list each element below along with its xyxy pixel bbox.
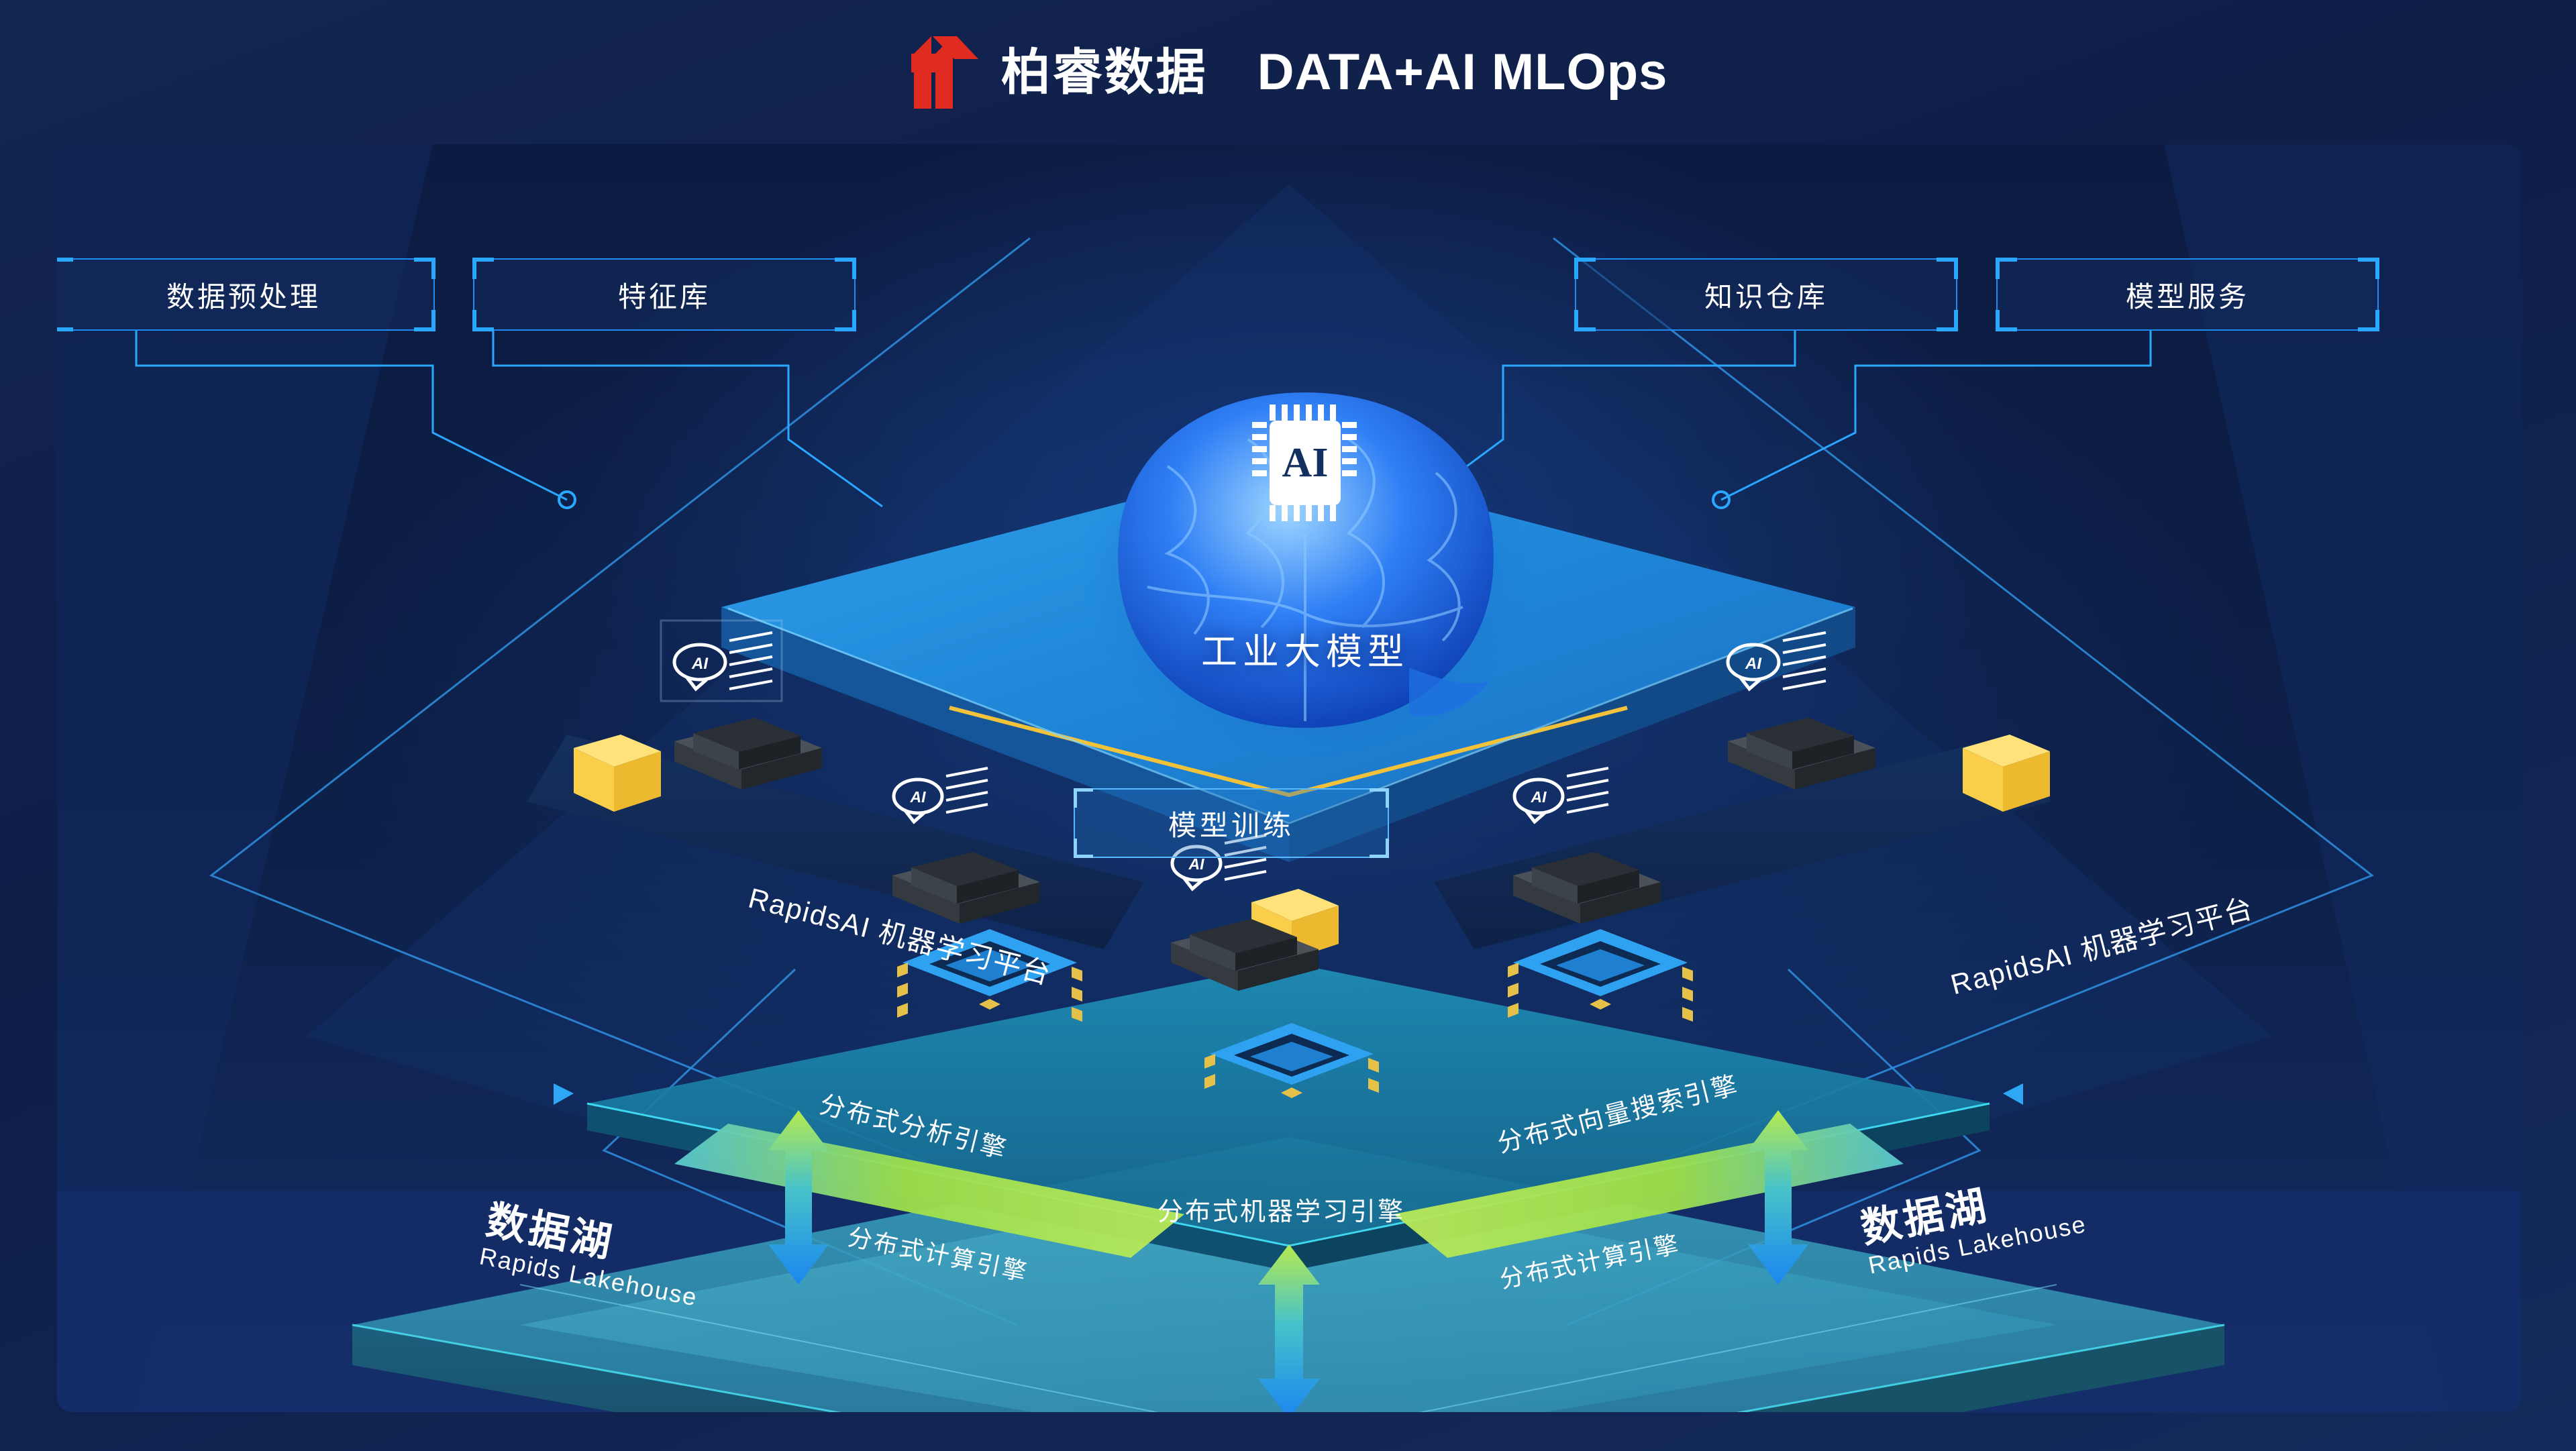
gpu-node: AI [1151, 822, 1352, 1023]
capability-label: 数据预处理 [166, 280, 321, 313]
connector-lines [135, 331, 2152, 509]
svg-text:AI: AI [1188, 855, 1205, 873]
chip-pins-left [1252, 422, 1267, 476]
brand-logo-icon [909, 35, 978, 110]
chip-pins-right [1342, 422, 1357, 476]
diagram-canvas: AI A [57, 144, 2521, 1412]
chip-pins-top [1270, 405, 1336, 421]
chip-module [882, 922, 1097, 1077]
brand-name-cn: 柏睿数据 [1000, 44, 1208, 100]
capability-box-model-serving[interactable]: 模型服务 [1996, 258, 2379, 331]
ai-chip-icon: AI [1270, 421, 1341, 505]
chip-module [1493, 922, 1708, 1077]
industrial-large-model-brain: AI 工业大模型 [1017, 339, 1594, 808]
gpu-node: AI [872, 748, 1074, 949]
engine-plane [554, 963, 2023, 1412]
model-training-label: 模型训练 [1168, 809, 1294, 841]
svg-text:AI: AI [910, 788, 927, 806]
capability-box-knowledge-warehouse[interactable]: 知识仓库 [1574, 258, 1958, 331]
svg-text:AI: AI [1531, 788, 1547, 806]
brain-title: 工业大模型 [1201, 632, 1409, 672]
capability-box-feature-store[interactable]: 特征库 [472, 258, 856, 331]
brand-name-en: DATA+AI MLOps [1257, 43, 1668, 101]
gpu-node: AI [654, 614, 856, 815]
ai-chip-label: AI [1282, 439, 1329, 486]
svg-text:AI: AI [691, 655, 709, 673]
gpu-node: AI [1708, 614, 1909, 815]
chip-module [1191, 1016, 1392, 1164]
chip-pins-bottom [1270, 505, 1336, 521]
engine-label-distributed-ml: 分布式机器学习引擎 [1157, 1198, 1406, 1226]
capability-label: 模型服务 [2125, 280, 2249, 313]
capability-box-data-preprocessing[interactable]: 数据预处理 [57, 258, 435, 331]
svg-text:AI: AI [1745, 655, 1762, 673]
capability-label: 特征库 [617, 280, 711, 313]
page-header: 柏睿数据 DATA+AI MLOps [0, 0, 2576, 144]
capability-label: 知识仓库 [1704, 280, 1828, 313]
gpu-node: AI [1493, 748, 1694, 949]
background-shards [57, 144, 2521, 1412]
